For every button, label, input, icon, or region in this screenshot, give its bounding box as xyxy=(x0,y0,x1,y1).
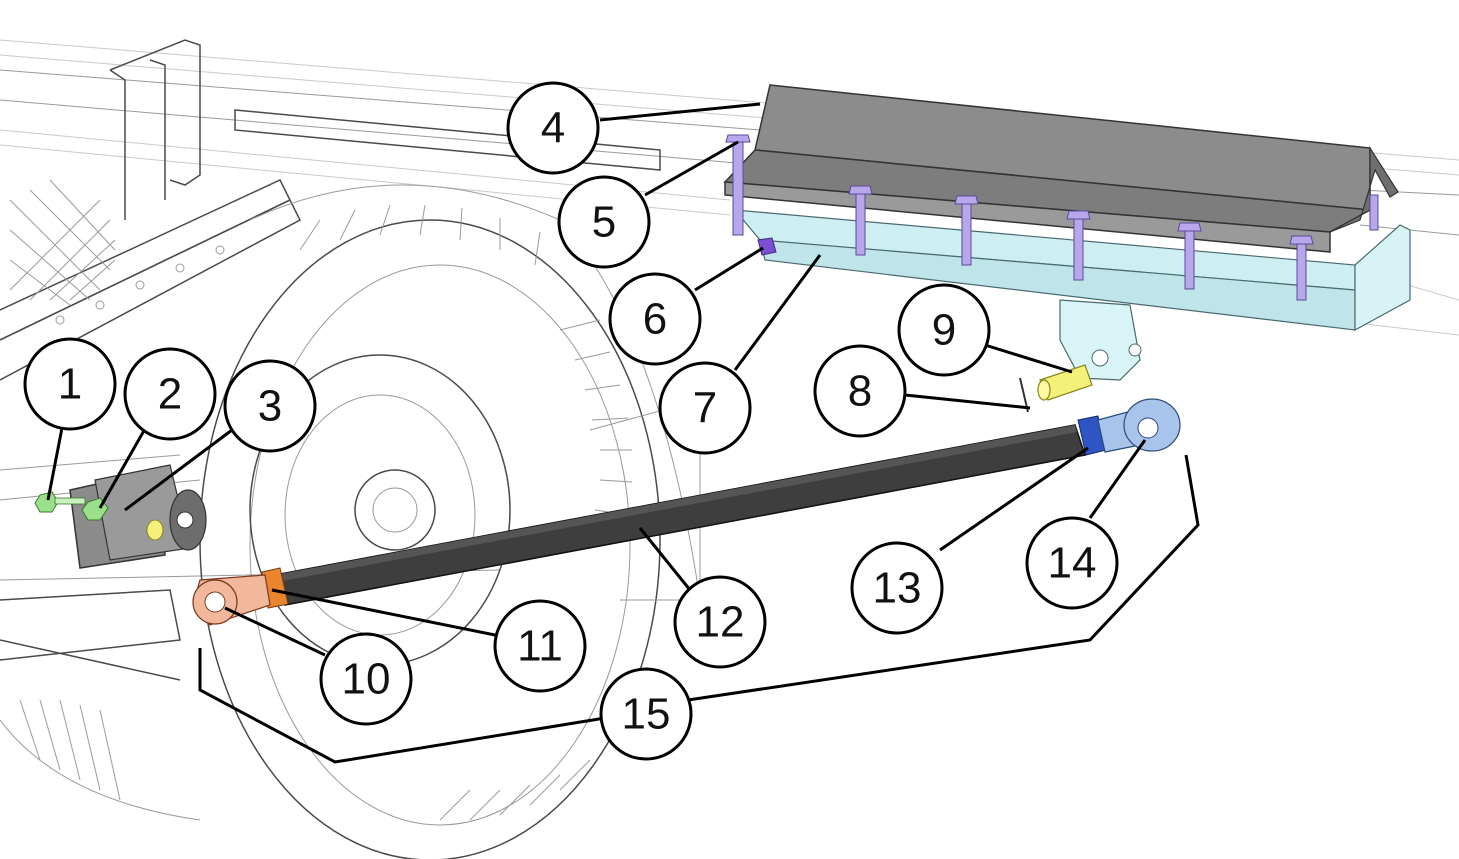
left-bracket-assembly xyxy=(34,464,207,569)
callout-9: 9 xyxy=(897,283,991,377)
callout-3: 3 xyxy=(223,359,317,453)
callout-6: 6 xyxy=(608,272,702,366)
callout-11: 11 xyxy=(493,599,587,693)
leader-line-10 xyxy=(224,606,326,657)
callout-8: 8 xyxy=(813,344,907,438)
callout-label: 3 xyxy=(258,382,282,431)
callout-13: 13 xyxy=(850,541,944,635)
bolt xyxy=(1289,235,1314,301)
nut-green xyxy=(34,491,59,513)
callout-label: 13 xyxy=(873,564,922,613)
callout-label: 7 xyxy=(693,384,717,433)
adjustable-rod xyxy=(192,398,1181,626)
left-rod-end xyxy=(192,574,271,626)
callout-label: 4 xyxy=(541,104,565,153)
callout-7: 7 xyxy=(658,361,752,455)
callouts: 1 2 3 4 5 6 7 8 9 10 11 12 13 14 15 xyxy=(23,81,1119,761)
bolt xyxy=(954,195,979,266)
leader-line-6 xyxy=(694,246,764,292)
callout-label: 10 xyxy=(342,655,391,704)
bolt xyxy=(1177,222,1202,290)
callout-10: 10 xyxy=(319,632,413,726)
callout-label: 2 xyxy=(158,370,182,419)
leader-line-4 xyxy=(599,102,761,122)
leader-line-15-bracket xyxy=(687,454,1200,702)
callout-label: 6 xyxy=(643,295,667,344)
callout-5: 5 xyxy=(557,175,651,269)
callout-label: 5 xyxy=(592,198,616,247)
callout-label: 15 xyxy=(622,690,671,739)
callout-label: 11 xyxy=(517,622,563,671)
leader-line-12 xyxy=(638,527,692,591)
callout-label: 8 xyxy=(848,367,872,416)
callout-14: 14 xyxy=(1025,516,1119,610)
callout-4: 4 xyxy=(506,81,600,175)
bolt-set xyxy=(725,134,1379,301)
leader-line-5 xyxy=(644,140,739,197)
leader-line-7 xyxy=(733,254,822,371)
leader-lines xyxy=(46,102,1200,764)
leader-line-14 xyxy=(1088,439,1147,519)
bolt xyxy=(848,185,873,256)
leader-line-1 xyxy=(46,427,64,501)
trailer-frame xyxy=(0,39,1459,821)
callout-2: 2 xyxy=(123,347,217,441)
leader-line-8 xyxy=(904,393,1031,410)
callout-label: 9 xyxy=(932,306,956,355)
callout-label: 14 xyxy=(1048,539,1097,588)
mounting-plate xyxy=(733,209,1411,381)
callout-1: 1 xyxy=(23,337,117,431)
callout-label: 1 xyxy=(58,360,82,409)
bolt xyxy=(1369,194,1379,231)
callout-15: 15 xyxy=(599,667,693,761)
leader-line-11 xyxy=(271,588,496,637)
bolt xyxy=(1066,210,1091,281)
leader-line-15-bracket xyxy=(198,648,606,764)
leader-line-13 xyxy=(939,446,1089,552)
callout-label: 12 xyxy=(696,598,745,647)
callout-12: 12 xyxy=(673,575,767,669)
leader-line-9 xyxy=(984,343,1073,374)
mounting-channel xyxy=(723,84,1399,253)
leader-line-3 xyxy=(124,428,233,512)
leader-line-2 xyxy=(98,419,152,509)
right-rod-end xyxy=(1097,398,1181,453)
bolt xyxy=(725,134,751,236)
